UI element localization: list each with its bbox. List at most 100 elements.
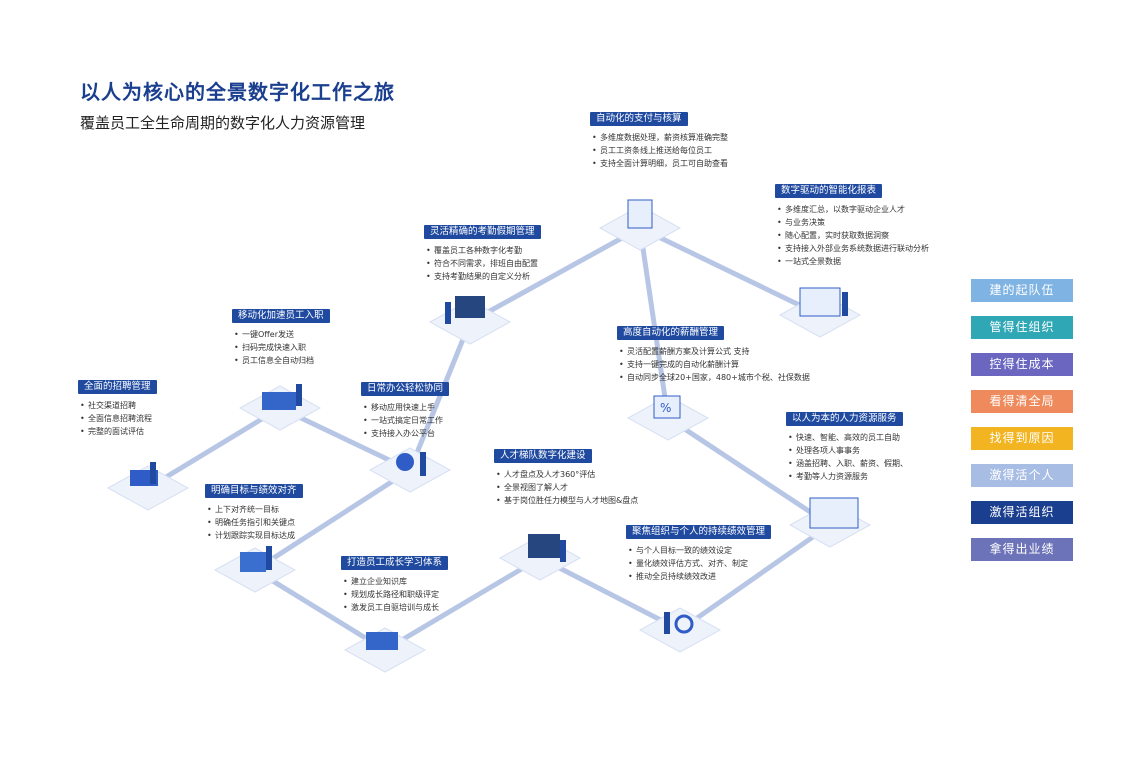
person-icon	[296, 384, 302, 406]
path-segment	[252, 467, 413, 573]
path-segment	[665, 415, 833, 528]
station-title: 全面的招聘管理	[78, 380, 157, 394]
path-segment	[407, 319, 473, 473]
station-item: 多维度数据处理，薪资核算准确完整	[592, 131, 728, 144]
station-title: 打造员工成长学习体系	[341, 556, 449, 570]
path-segment	[252, 567, 388, 653]
station-item: 支持接入办公平台	[363, 427, 449, 440]
station-item: 考勤等人力资源服务	[788, 470, 908, 483]
station-item: 支持接入外部业务系统数据进行联动分析	[777, 242, 929, 255]
page-title: 以人为核心的全景数字化工作之旅	[80, 80, 395, 104]
station-item: 与业务决策	[777, 216, 929, 229]
station-performance: 聚焦组织与个人的持续绩效管理 与个人目标一致的绩效设定 量化绩效评估方式、对齐、…	[626, 519, 772, 583]
station-item: 一站式全景数据	[777, 255, 929, 268]
person-icon	[445, 302, 451, 324]
legend-item-2: 管得住组织	[971, 316, 1073, 339]
station-item: 推动全员持续绩效改进	[628, 570, 771, 583]
station-item: 覆盖员工各种数字化考勤	[426, 244, 541, 257]
percent-board-icon	[653, 395, 681, 419]
station-payment: 自动化的支付与核算 多维度数据处理，薪资核算准确完整 员工工资条线上推送给每位员…	[590, 106, 728, 170]
station-reports: 数字驱动的智能化报表 多维度汇总，以数字驱动企业人才 与业务决策 随心配置，实时…	[775, 178, 929, 268]
station-item: 全景视图了解人才	[496, 481, 638, 494]
person-icon	[150, 462, 156, 484]
station-item: 完整的面试评估	[80, 425, 157, 438]
station-talent: 人才梯队数字化建设 人才盘点及人才360°评估 全景视图了解人才 基于岗位胜任力…	[494, 443, 638, 507]
legend-item-5: 找得到原因	[971, 427, 1073, 450]
station-item: 涵盖招聘、入职、薪资、假期、	[788, 457, 908, 470]
legend-item-8: 拿得出业绩	[971, 538, 1073, 561]
legend-item-7: 激得活组织	[971, 501, 1073, 524]
station-item: 支持全面计算明细，员工可自助查看	[592, 157, 728, 170]
station-item: 处理各项人事事务	[788, 444, 908, 457]
laptop-icon	[366, 632, 398, 650]
station-payroll: 高度自动化的薪酬管理 灵活配置薪酬方案及计算公式 支持 支持一键完成的自动化薪酬…	[617, 320, 810, 384]
person-icon	[842, 292, 848, 316]
path-segment	[537, 555, 683, 633]
station-title: 自动化的支付与核算	[590, 112, 688, 126]
person-icon	[420, 452, 426, 476]
station-item: 全面信息招聘流程	[80, 412, 157, 425]
service-screen-icon	[809, 497, 859, 529]
page-subtitle: 覆盖员工全生命周期的数字化人力资源管理	[80, 114, 366, 132]
report-board-icon	[627, 199, 653, 229]
station-title: 日常办公轻松协同	[361, 382, 450, 396]
station-item: 扫码完成快速入职	[234, 341, 330, 354]
tablet-icon	[240, 552, 266, 572]
station-learning: 打造员工成长学习体系 建立企业知识库 规划成长路径和职级评定 激发员工自驱培训与…	[341, 550, 449, 614]
station-item: 自动同步全球20+国家，480+城市个税、社保数据	[619, 371, 810, 384]
path-segment	[637, 225, 671, 421]
person-icon	[266, 546, 272, 570]
station-item: 规划成长路径和职级评定	[343, 588, 448, 601]
station-title: 高度自动化的薪酬管理	[617, 326, 725, 340]
station-item: 与个人目标一致的绩效设定	[628, 544, 771, 557]
person-icon	[560, 540, 566, 562]
screen-icon	[528, 534, 560, 558]
station-title: 数字驱动的智能化报表	[775, 184, 883, 198]
svg-text:%: %	[660, 401, 671, 415]
station-attendance: 灵活精确的考勤假期管理 覆盖员工各种数字化考勤 符合不同需求，排班自由配置 支持…	[424, 219, 541, 283]
station-title: 以人为本的人力资源服务	[786, 412, 903, 426]
station-item: 移动应用快速上手	[363, 401, 449, 414]
legend-item-1: 建的起队伍	[971, 279, 1073, 302]
desk-icon	[262, 392, 296, 410]
station-item: 多维度汇总，以数字驱动企业人才	[777, 203, 929, 216]
station-item: 上下对齐统一目标	[207, 503, 303, 516]
station-item: 灵活配置薪酬方案及计算公式 支持	[619, 345, 810, 358]
legend-item-4: 看得清全局	[971, 390, 1073, 413]
platform-office	[368, 447, 452, 493]
station-item: 明确任务指引和关键点	[207, 516, 303, 529]
station-item: 一站式搞定日常工作	[363, 414, 449, 427]
station-item: 激发员工自驱培训与成长	[343, 601, 448, 614]
person-icon	[664, 612, 670, 634]
dashboard-icon	[799, 287, 841, 317]
station-item: 建立企业知识库	[343, 575, 448, 588]
station-item: 社交渠道招聘	[80, 399, 157, 412]
legend-item-6: 激得活个人	[971, 464, 1073, 487]
station-item: 支持考勤结果的自定义分析	[426, 270, 541, 283]
station-item: 快速、智能、高效的员工自助	[788, 431, 908, 444]
station-item: 基于岗位胜任力模型与人才地图&盘点	[496, 494, 638, 507]
path-segment	[382, 555, 543, 653]
station-goals: 明确目标与绩效对齐 上下对齐统一目标 明确任务指引和关键点 计划跟踪实现目标达成	[205, 478, 303, 542]
path-segment	[145, 405, 283, 491]
station-item: 员工工资条线上推送给每位员工	[592, 144, 728, 157]
globe-icon	[396, 453, 414, 471]
station-title: 移动化加速员工入职	[232, 309, 330, 323]
station-onboarding: 移动化加速员工入职 一键Offer发送 扫码完成快速入职 员工信息全自动归档	[232, 303, 330, 367]
station-title: 聚焦组织与个人的持续绩效管理	[626, 525, 772, 539]
gear-icon	[674, 614, 694, 634]
station-item: 计划跟踪实现目标达成	[207, 529, 303, 542]
path-segment	[637, 225, 823, 318]
station-item: 符合不同需求，排班自由配置	[426, 257, 541, 270]
monitor-icon	[455, 296, 485, 318]
legend-item-3: 控得住成本	[971, 353, 1073, 376]
station-item: 支持一键完成的自动化薪酬计算	[619, 358, 810, 371]
station-item: 量化绩效评估方式、对齐、制定	[628, 557, 771, 570]
station-title: 明确目标与绩效对齐	[205, 484, 303, 498]
station-service: 以人为本的人力资源服务 快速、智能、高效的员工自助 处理各项人事事务 涵盖招聘、…	[786, 406, 908, 483]
station-title: 人才梯队数字化建设	[494, 449, 592, 463]
station-title: 灵活精确的考勤假期管理	[424, 225, 541, 239]
path-segment	[467, 225, 643, 325]
station-item: 人才盘点及人才360°评估	[496, 468, 638, 481]
